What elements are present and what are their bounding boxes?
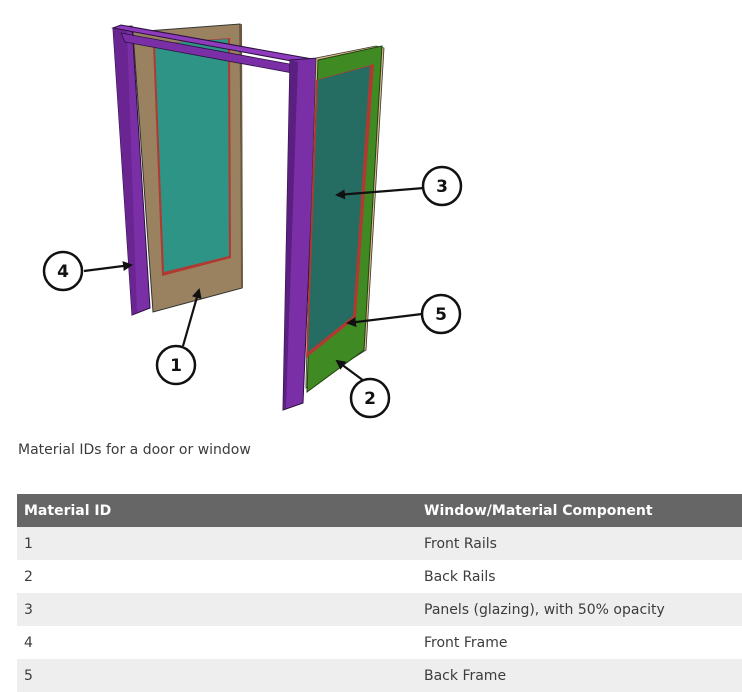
left-panel	[132, 23, 243, 313]
component-cell: Front Rails	[424, 535, 497, 552]
material-id-cell: 3	[24, 601, 33, 618]
material-id-cell: 2	[24, 568, 33, 585]
svg-text:4: 4	[57, 262, 69, 282]
component-cell: Front Frame	[424, 634, 508, 651]
callout-5: 5	[420, 293, 462, 335]
table-row: 3 Panels (glazing), with 50% opacity	[17, 593, 742, 626]
component-cell: Back Rails	[424, 568, 496, 585]
table-row: 5 Back Frame	[17, 659, 742, 692]
component-cell: Back Frame	[424, 667, 507, 684]
door-window-figure: 1 2 3 4 5	[42, 23, 463, 419]
column-header-material-id: Material ID	[24, 502, 112, 519]
table-row: 2 Back Rails	[17, 560, 742, 593]
column-header-component: Window/Material Component	[424, 502, 653, 519]
callout-arrows	[83, 186, 425, 382]
callout-4: 4	[42, 250, 84, 292]
table-header-row: Material ID Window/Material Component	[17, 494, 742, 527]
material-id-cell: 5	[24, 667, 33, 684]
svg-text:5: 5	[435, 305, 447, 325]
callout-3: 3	[421, 165, 463, 207]
callout-2: 2	[349, 377, 391, 419]
svg-text:2: 2	[364, 389, 376, 409]
material-id-cell: 1	[24, 535, 33, 552]
svg-text:1: 1	[170, 356, 182, 376]
table-row: 1 Front Rails	[17, 527, 742, 560]
material-id-table: Material ID Window/Material Component 1 …	[17, 494, 742, 692]
callout-1: 1	[155, 344, 197, 386]
table-row: 4 Front Frame	[17, 626, 742, 659]
material-id-cell: 4	[24, 634, 33, 651]
front-frame	[111, 24, 319, 411]
component-cell: Panels (glazing), with 50% opacity	[424, 601, 665, 618]
figure-caption: Material IDs for a door or window	[18, 442, 251, 458]
right-panel	[305, 45, 385, 394]
svg-text:3: 3	[436, 177, 448, 197]
